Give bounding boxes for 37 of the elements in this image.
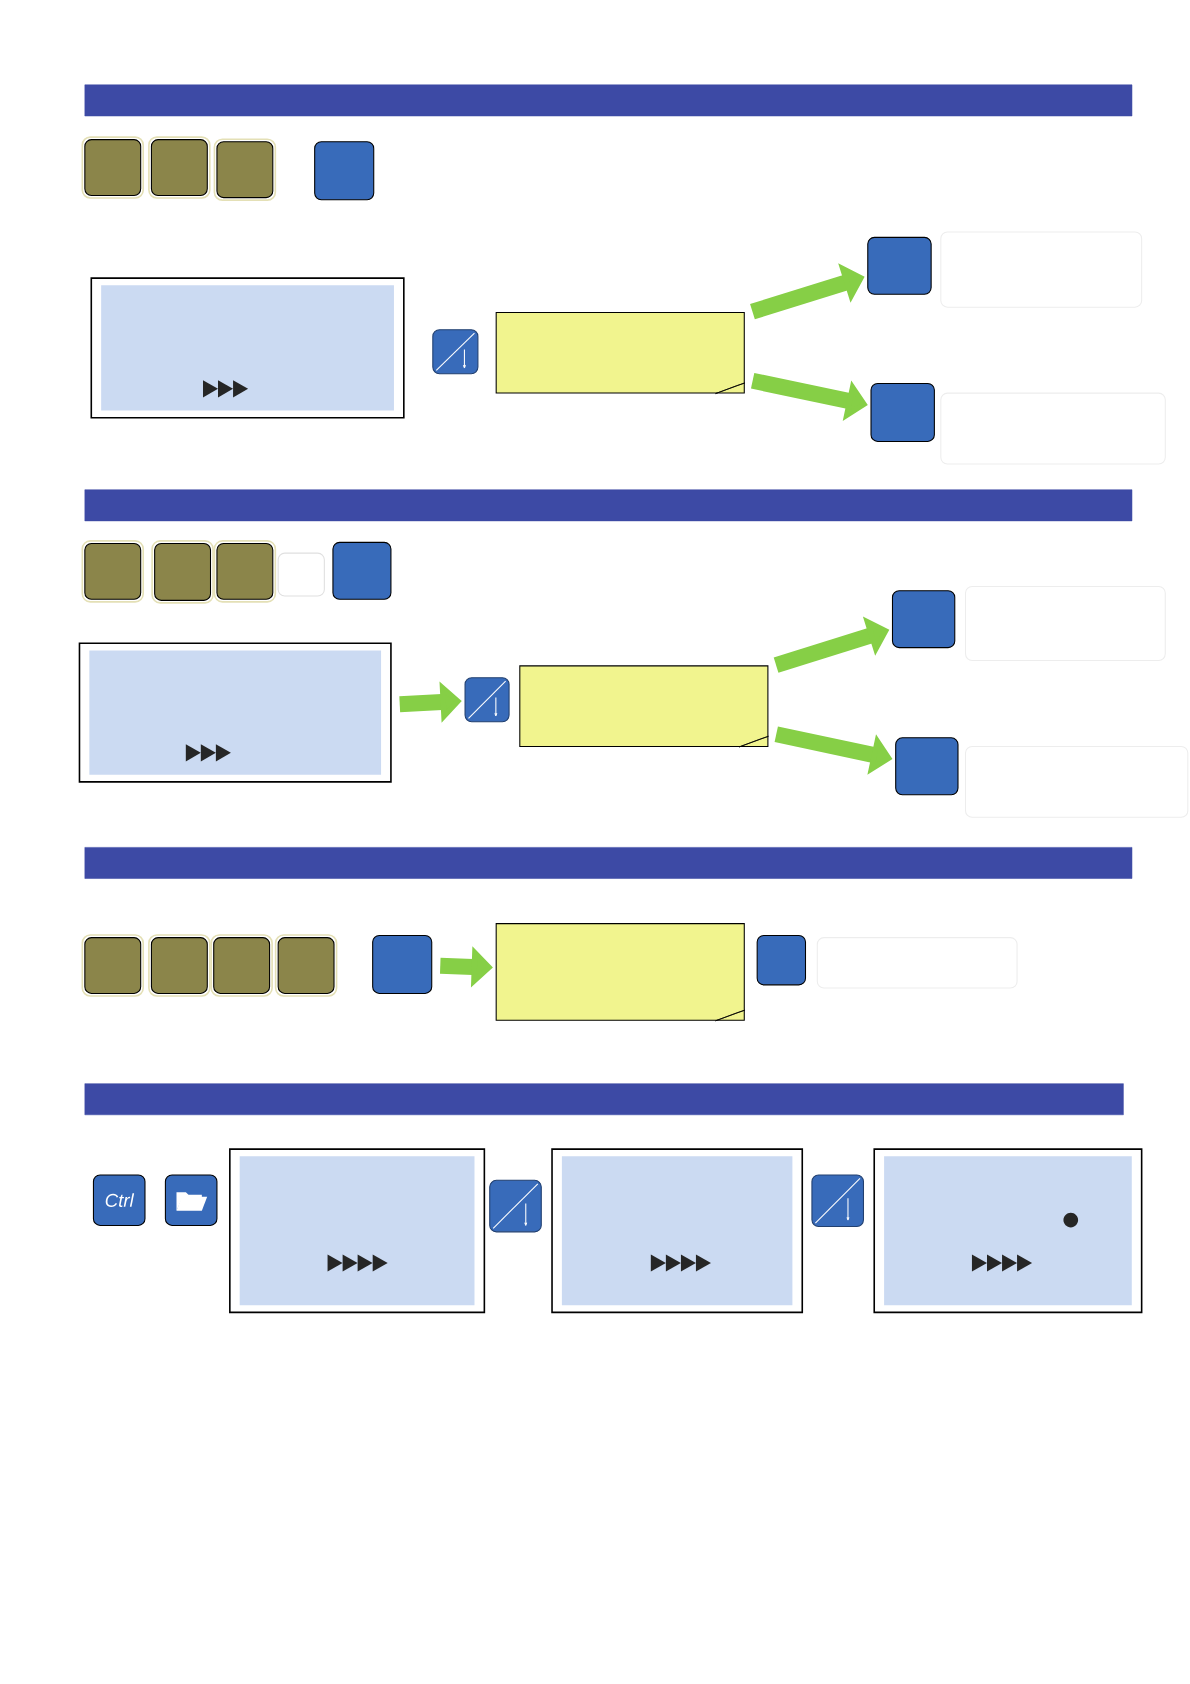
display-screen — [873, 1148, 1143, 1314]
key — [895, 737, 959, 796]
key — [213, 540, 277, 603]
display-screen — [229, 1148, 486, 1314]
section-header-bar — [84, 1083, 1124, 1116]
key — [756, 934, 807, 986]
key — [867, 236, 932, 295]
transfer-icon — [489, 1179, 542, 1233]
key — [81, 136, 145, 199]
key — [81, 540, 145, 603]
transfer-icon — [811, 1174, 865, 1228]
section-header-bar — [84, 84, 1133, 117]
key — [372, 934, 433, 994]
key — [274, 934, 338, 997]
sticky-note — [495, 923, 746, 1022]
key: Ctrl — [92, 1174, 146, 1226]
key — [210, 934, 273, 997]
key — [332, 541, 392, 600]
key — [148, 136, 211, 199]
transfer-icon — [432, 329, 479, 375]
key — [81, 934, 145, 997]
key — [277, 552, 325, 597]
display-screen — [78, 642, 392, 783]
key — [148, 934, 211, 997]
key — [151, 540, 214, 604]
display-screen — [551, 1148, 804, 1314]
key — [314, 141, 375, 201]
section-header-bar — [84, 489, 1133, 522]
transfer-icon — [464, 677, 510, 723]
section-header-bar — [84, 847, 1133, 879]
key — [891, 590, 956, 649]
sticky-note — [495, 312, 746, 394]
display-screen — [90, 277, 405, 419]
key — [870, 382, 935, 442]
key — [213, 138, 277, 201]
folder-key — [164, 1174, 218, 1226]
sticky-note — [519, 665, 769, 748]
